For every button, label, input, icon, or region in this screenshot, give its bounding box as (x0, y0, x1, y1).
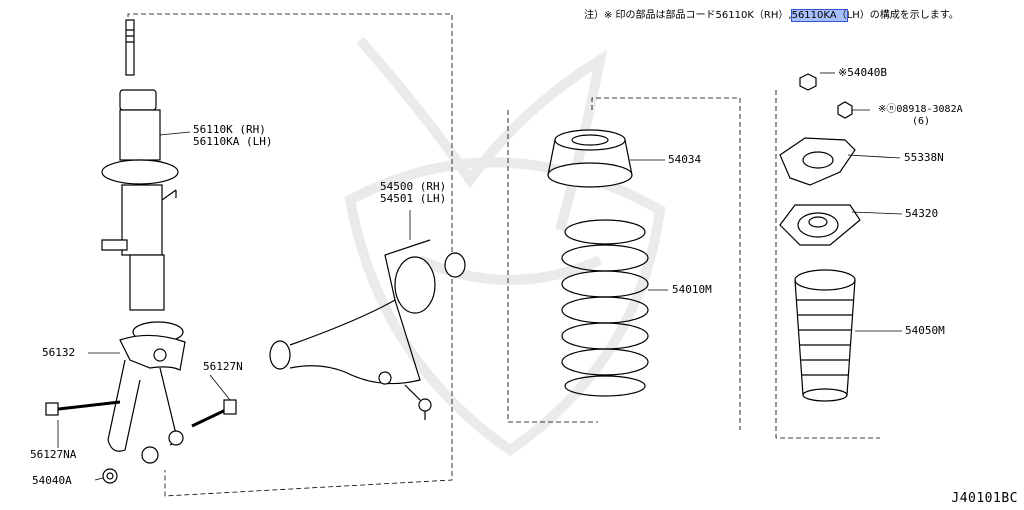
callout-54320[interactable]: 54320 (905, 207, 939, 220)
strut-drawing (101, 19, 179, 311)
note-suffix: LH）の構成を示します。 (846, 10, 959, 21)
callout-55338N[interactable]: 55338N (904, 151, 944, 164)
header-note: 注）※ 印の部品は部品コード56110K（RH）,56110KA（LH）の構成を… (584, 9, 959, 22)
callout-56127NA[interactable]: 56127NA (30, 448, 77, 461)
coil-spring-drawing (561, 219, 649, 397)
mount-plate-drawing (779, 137, 856, 186)
nut-08918-drawing (837, 101, 853, 119)
nut-54040B-drawing (799, 73, 817, 91)
callout-54034[interactable]: 54034 (668, 153, 702, 166)
callout-arm-rh: 54500 (RH) (380, 180, 447, 193)
knuckle-drawing (107, 321, 186, 464)
lower-arm-drawing (269, 239, 466, 420)
callout-lower-arm[interactable]: 54500 (RH) 54501 (LH) (380, 181, 446, 205)
callout-54040B[interactable]: ※54040B (838, 66, 887, 79)
callout-strut-rh: 56110K (RH) (193, 123, 266, 136)
bolt-56127NA-drawing (45, 400, 121, 416)
callout-54050M[interactable]: 54050M (905, 324, 945, 337)
callout-08918-qty: (6) (912, 116, 931, 127)
strut-mount-drawing (779, 204, 861, 246)
nut-54040A-drawing (102, 468, 118, 484)
assembly-outline (127, 13, 880, 497)
callout-strut[interactable]: 56110K (RH) 56110KA (LH) (193, 124, 272, 148)
spring-seat-drawing (547, 129, 633, 188)
note-highlight: 56110KA（ (790, 9, 848, 22)
callout-arm-lh: 54501 (LH) (380, 192, 447, 205)
callout-56127N[interactable]: 56127N (203, 360, 243, 373)
bump-stop-boot-drawing (794, 269, 856, 402)
note-prefix: 注）※ 印の部品は部品コード56110K（RH）, (584, 10, 792, 21)
callout-56132[interactable]: 56132 (42, 346, 76, 359)
callout-54010M[interactable]: 54010M (672, 283, 712, 296)
callout-strut-lh: 56110KA (LH) (193, 135, 273, 148)
diagram-code: J40101BC (951, 491, 1018, 506)
bolt-56127N-drawing (191, 399, 237, 428)
leader-lines (57, 72, 903, 481)
callout-54040A[interactable]: 54040A (32, 474, 72, 487)
callout-08918-number: ※ⓝ08918-3082A (878, 104, 963, 115)
callout-08918[interactable]: ※ⓝ08918-3082A (6) (878, 104, 963, 128)
